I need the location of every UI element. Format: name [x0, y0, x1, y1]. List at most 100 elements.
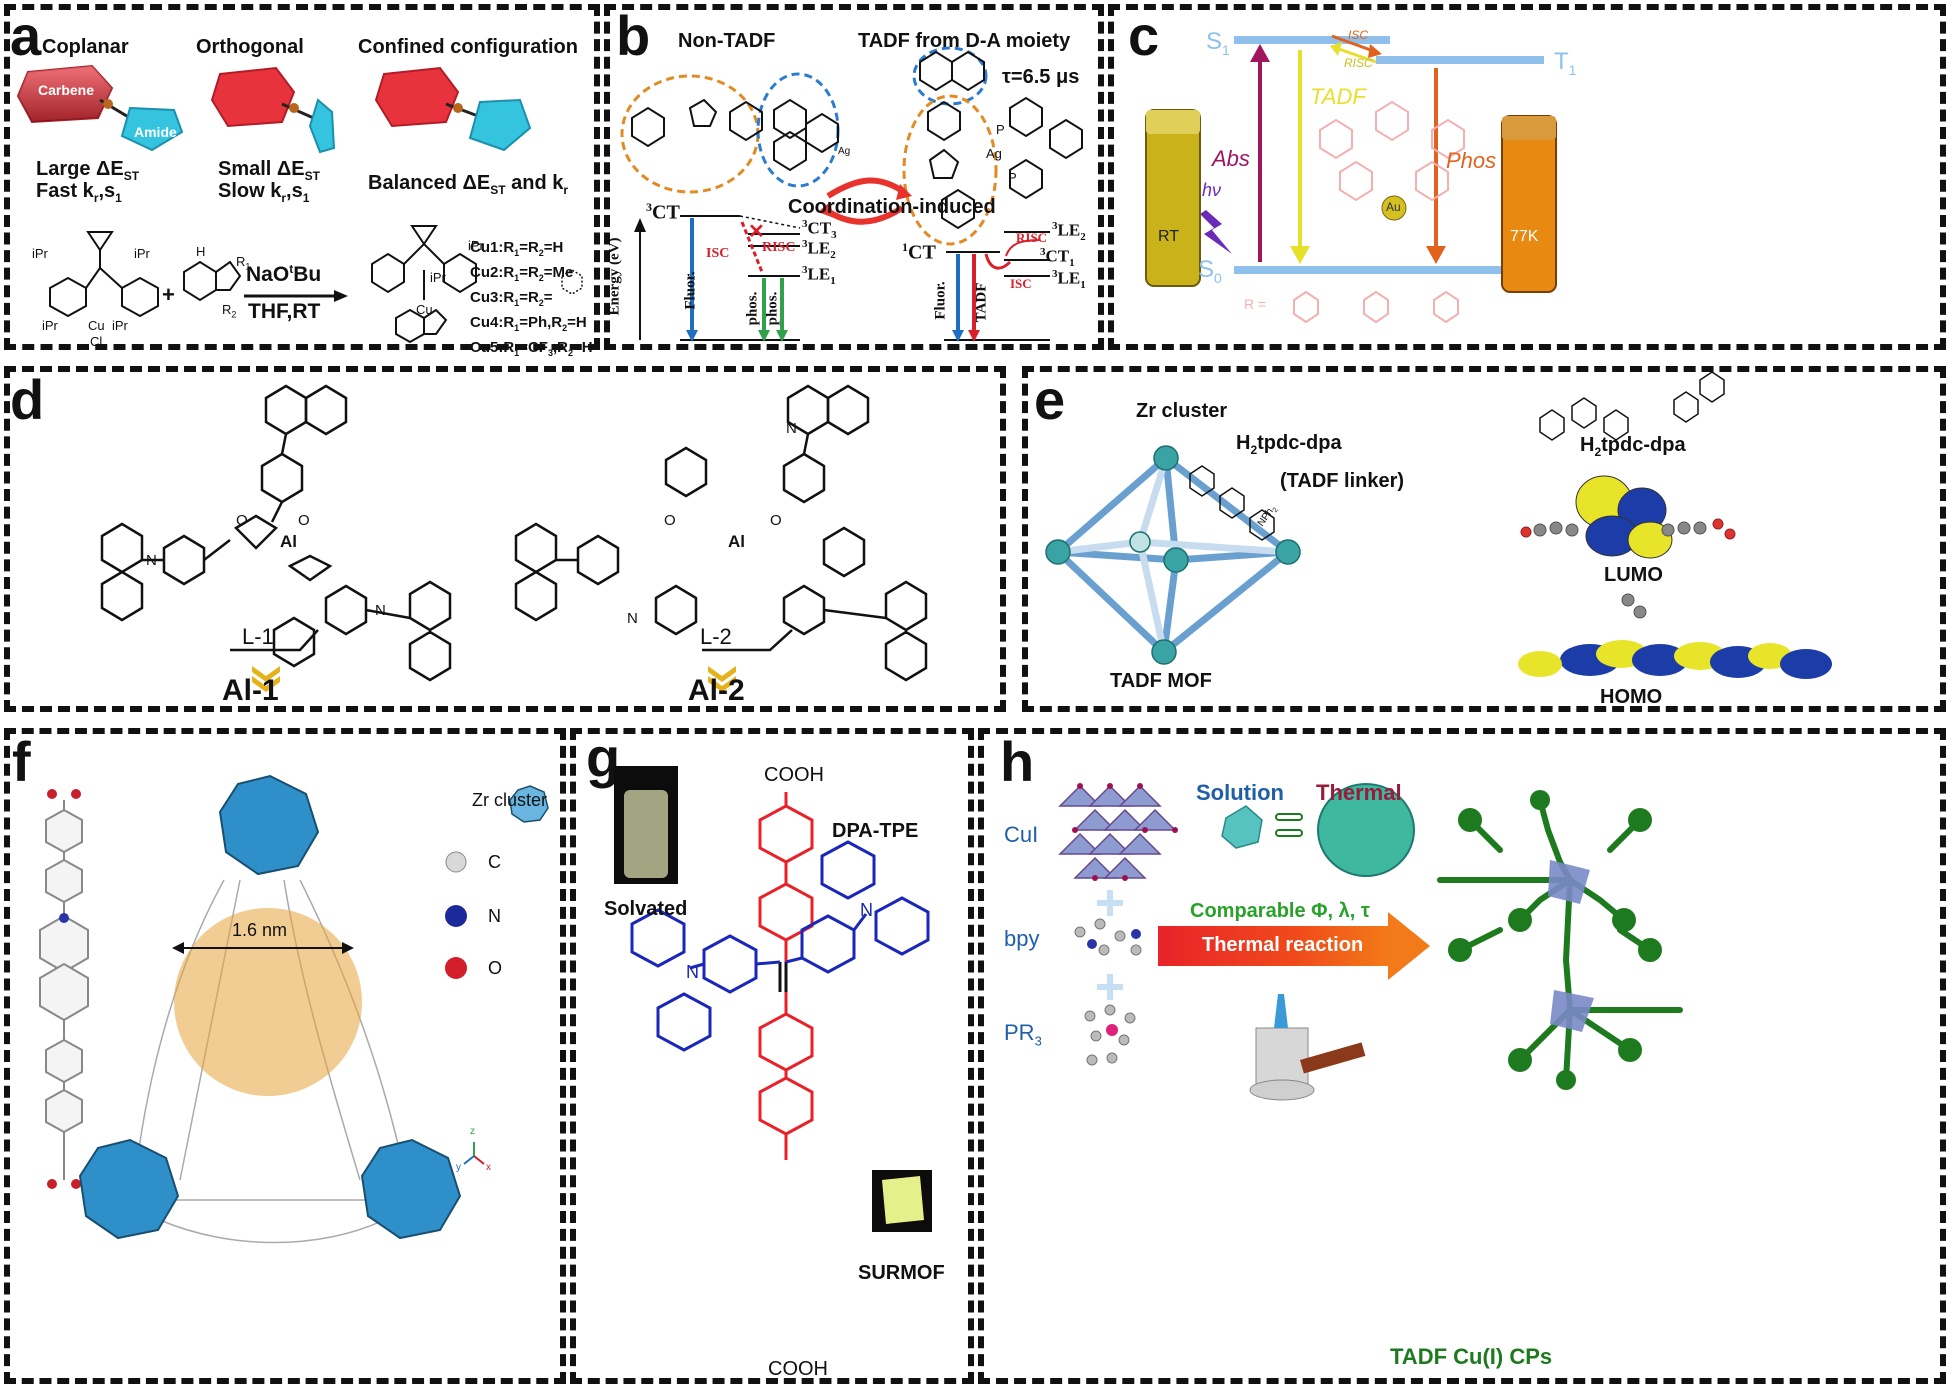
d-ligand-1: L-1 [242, 624, 274, 649]
a-cl-left: Cl [90, 334, 103, 349]
c-isc: ISC [1348, 28, 1369, 42]
e-h2tpdc-mid: H2tpdc-dpa [1236, 432, 1342, 457]
b-tau: τ=6.5 μs [1002, 66, 1080, 88]
e-homo: HOMO [1600, 686, 1663, 708]
h-bpy: bpy [1004, 926, 1040, 951]
a-ipr-2: iPr [134, 246, 150, 261]
g-cooh-top: COOH [764, 764, 824, 786]
panel-f [4, 728, 566, 1384]
a-orthogonal-note2: Slow kr,s1 [218, 180, 310, 205]
e-tadf-mof: TADF MOF [1110, 670, 1212, 692]
a-cu3: Cu3:R1=R2= [470, 289, 553, 308]
a-product-ipr-2: iPr [430, 270, 446, 285]
b-isc-right: ISC [1010, 276, 1032, 291]
a-carbene-label: Carbene [38, 82, 95, 98]
a-cu1: Cu1:R1=R2=H [470, 239, 564, 258]
b-title-tadf: TADF from D-A moiety [858, 30, 1071, 52]
e-mof [1045, 371, 1832, 679]
d-complex-1: Al-1 [222, 674, 279, 707]
d-n-3: N [786, 420, 797, 437]
a-cu5: Cu5:R1=CF3,R2=H [470, 339, 593, 358]
a-reagent-top: NaOtBu [246, 262, 322, 286]
panel-b-label: b [616, 4, 651, 67]
f-n: N [488, 906, 501, 926]
e-tadf-linker: (TADF linker) [1280, 470, 1405, 492]
panel-h [978, 728, 1946, 1384]
d-o-4: O [770, 512, 782, 529]
c-hv: hν [1202, 180, 1222, 200]
a-cu-left: Cu [88, 318, 105, 333]
b-1ct: 1CT [902, 240, 936, 264]
b-p-1: P [996, 122, 1005, 137]
panel-b [604, 4, 1104, 350]
a-reagent-bottom: THF,RT [248, 300, 321, 323]
a-indole-r1: R1 [236, 254, 251, 272]
c-s1: S1 [1206, 28, 1230, 58]
c-t1: T1 [1554, 48, 1577, 78]
panel-a [4, 4, 600, 350]
h-thermal-reaction: Thermal reaction [1202, 934, 1364, 956]
a-indole-h: H [196, 244, 206, 259]
g-dpa-tpe: DPA-TPE [832, 820, 919, 842]
a-cu-list: Cu1:R1=R2=H Cu2:R1=R2=Me Cu3:R1=R2= Cu4:… [470, 238, 593, 363]
panel-h-label: h [1000, 730, 1035, 793]
g-cooh-bottom: COOH [768, 1358, 828, 1380]
panel-c [1108, 4, 1946, 350]
b-3ct3: 3CT3 [802, 218, 837, 242]
b-isc-left: ISC [706, 246, 730, 261]
h-cui: CuI [1004, 822, 1039, 847]
panel-e [1022, 366, 1946, 712]
a-plus: + [162, 282, 175, 307]
b-coordination: Coordination-induced [788, 196, 996, 218]
b-3le2: 3LE2 [802, 238, 836, 262]
a-ipr-3: iPr [42, 318, 58, 333]
f-axis-y: y [456, 1162, 461, 1173]
c-diagram [1145, 34, 1557, 324]
panel-a-label: a [10, 4, 42, 67]
c-r-eq: R = [1244, 296, 1267, 312]
d-al-2-center: Al [728, 532, 745, 551]
b-3le1-right: 3LE1 [1052, 268, 1086, 292]
f-o: O [488, 958, 503, 978]
d-n-4: N [627, 610, 638, 627]
d-al-1-center: Al [280, 532, 297, 551]
a-orthogonal-note1: Small ΔEST [218, 158, 320, 183]
c-phos: Phos [1446, 148, 1497, 173]
a-cu4: Cu4:R1=Ph,R2=H [470, 314, 587, 333]
svg-text:✕: ✕ [748, 221, 765, 243]
c-abs: Abs [1212, 146, 1250, 171]
d-o-2: O [298, 512, 310, 529]
f-structure [39, 774, 549, 1244]
d-n-1: N [146, 552, 157, 569]
g-structure [614, 766, 932, 1232]
h-solution: Solution [1196, 780, 1284, 805]
b-risc-left: RISC [762, 240, 796, 255]
a-confined-note: Balanced ΔEST and kr [368, 172, 569, 197]
c-77k: 77K [1510, 228, 1539, 245]
a-cu2: Cu2:R1=R2=Me [470, 264, 574, 283]
f-c: C [488, 852, 501, 872]
panel-g [570, 728, 974, 1384]
f-axis-x: x [486, 1162, 491, 1173]
panel-d [4, 366, 1006, 712]
d-ligand-2: L-2 [700, 624, 732, 649]
a-coplanar-note2: Fast kr,s1 [36, 180, 122, 205]
f-pore: 1.6 nm [232, 920, 288, 940]
b-3le1: 3LE1 [802, 264, 836, 288]
c-risc: RISC [1344, 56, 1373, 70]
a-ipr-1: iPr [32, 246, 48, 261]
a-shapes [16, 64, 583, 344]
g-n-left: N [686, 962, 699, 982]
a-title-orthogonal: Orthogonal [196, 36, 304, 58]
d-o-3: O [664, 512, 676, 529]
a-product-cu: Cu [416, 302, 433, 317]
b-title-non-tadf: Non-TADF [678, 30, 776, 52]
c-tadf: TADF [1310, 84, 1366, 109]
b-diagram: ✕ [620, 46, 1083, 342]
a-ipr-4: iPr [112, 318, 128, 333]
d-complex-2: Al-2 [688, 674, 745, 707]
a-title-coplanar: Coplanar [42, 36, 129, 58]
panel-c-label: c [1128, 4, 1160, 67]
b-3le2-right: 3LE2 [1052, 220, 1086, 244]
